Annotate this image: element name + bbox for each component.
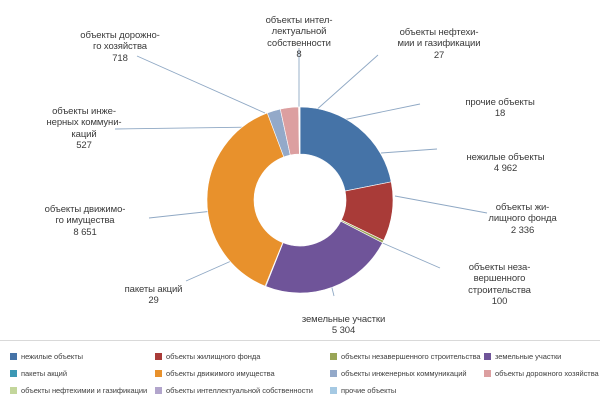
label-intellectual-property-text: объекты интел- лектуальной собственности — [265, 14, 333, 49]
label-unfinished-construction-value: 100 — [491, 296, 508, 307]
legend-item-road-facilities[interactable]: объекты дорожного хозяйства — [484, 365, 599, 382]
legend-swatch-housing-fund — [155, 353, 162, 360]
legend-label-land-plots: земельные участки — [495, 352, 562, 361]
label-movable-property-text: объекты движимо- го имущества — [44, 203, 126, 227]
legend-item-share-packages[interactable]: пакеты акций — [10, 365, 67, 382]
label-housing-fund-value: 2 336 — [510, 224, 535, 236]
label-housing-fund: объекты жи- лищного фонда 2 336 — [460, 190, 585, 248]
legend-swatch-share-packages — [10, 370, 17, 377]
label-road-facilities-value: 718 — [112, 52, 128, 64]
label-movable-property-value: 8 651 — [73, 226, 97, 238]
label-intellectual-property-value: 8 — [296, 49, 302, 60]
chart-legend: нежилые объекты объекты жилищного фонда … — [0, 340, 600, 403]
label-movable-property: объекты движимо- го имущества 8 651 — [20, 192, 150, 250]
label-petrochemical-text: объекты нефтехи- мии и газификации — [397, 26, 481, 50]
legend-label-unfinished-construction: объекты незавершенного строительства — [341, 352, 481, 361]
label-housing-fund-text: объекты жи- лищного фонда — [488, 201, 557, 225]
label-nonresidential: нежилые объекты 4 962 — [438, 140, 573, 186]
legend-item-nonresidential[interactable]: нежилые объекты — [10, 348, 83, 365]
slice-land-plots[interactable] — [265, 220, 383, 294]
leader-other — [332, 103, 421, 123]
legend-label-engineering-communications: объекты инженерных коммуникаций — [341, 369, 467, 378]
leader-nonresidential — [380, 148, 438, 154]
legend-swatch-engineering-communications — [330, 370, 337, 377]
leader-unfinished-construction — [377, 240, 441, 269]
legend-swatch-unfinished-construction — [330, 353, 337, 360]
legend-swatch-movable-property — [155, 370, 162, 377]
label-intellectual-property: объекты интел- лектуальной собственности… — [239, 3, 359, 72]
label-land-plots: земельные участки 5 304 — [281, 302, 406, 348]
label-nonresidential-text: нежилые объекты — [466, 151, 545, 163]
legend-swatch-land-plots — [484, 353, 491, 360]
label-land-plots-text: земельные участки — [301, 313, 386, 325]
label-nonresidential-value: 4 962 — [493, 163, 518, 174]
label-road-facilities: объекты дорожно- го хозяйства 718 — [60, 18, 180, 76]
leader-road-facilities — [136, 55, 266, 114]
label-other-value: 18 — [494, 108, 506, 119]
leader-housing-fund — [394, 195, 488, 214]
leader-movable-property — [148, 210, 214, 219]
slice-nonresidential[interactable] — [299, 106, 392, 192]
leader-engineering-communications — [114, 126, 259, 130]
legend-item-engineering-communications[interactable]: объекты инженерных коммуникаций — [330, 365, 467, 382]
slice-movable-property[interactable] — [206, 112, 285, 287]
legend-row-3: объекты нефтехимии и газификации объекты… — [0, 382, 600, 399]
legend-swatch-petrochemical — [10, 387, 17, 394]
label-petrochemical: объекты нефтехи- мии и газификации 27 — [374, 15, 504, 73]
label-share-packages-value: 29 — [148, 295, 159, 306]
legend-item-petrochemical[interactable]: объекты нефтехимии и газификации — [10, 382, 147, 399]
donut-slices — [206, 106, 394, 294]
label-engineering-communications: объекты инже- нерных коммуни- каций 527 — [24, 94, 144, 163]
legend-item-other[interactable]: прочие объекты — [330, 382, 396, 399]
legend-label-housing-fund: объекты жилищного фонда — [166, 352, 261, 361]
label-share-packages-text: пакеты акций — [124, 283, 183, 295]
label-land-plots-value: 5 304 — [331, 325, 356, 336]
label-unfinished-construction: объекты неза- вершенного строительства 1… — [437, 250, 562, 319]
legend-item-movable-property[interactable]: объекты движимого имущества — [155, 365, 275, 382]
legend-item-land-plots[interactable]: земельные участки — [484, 348, 561, 365]
label-other: прочие объекты 18 — [435, 85, 565, 131]
legend-swatch-other — [330, 387, 337, 394]
legend-item-unfinished-construction[interactable]: объекты незавершенного строительства — [330, 348, 481, 365]
legend-label-intellectual-property: объекты интеллектуальной собственности — [166, 386, 313, 395]
legend-swatch-intellectual-property — [155, 387, 162, 394]
label-engineering-communications-value: 527 — [76, 140, 92, 151]
leader-petrochemical — [313, 54, 379, 113]
legend-label-other: прочие объекты — [341, 386, 397, 395]
label-petrochemical-value: 27 — [433, 49, 445, 61]
label-road-facilities-text: объекты дорожно- го хозяйства — [80, 29, 160, 53]
label-share-packages: пакеты акций 29 — [101, 272, 206, 318]
legend-label-road-facilities: объекты дорожного хозяйства — [495, 369, 599, 378]
legend-row-2: пакеты акций объекты движимого имущества… — [0, 365, 600, 382]
label-other-text: прочие объекты — [465, 96, 535, 108]
legend-swatch-nonresidential — [10, 353, 17, 360]
legend-row-1: нежилые объекты объекты жилищного фонда … — [0, 348, 600, 365]
legend-label-share-packages: пакеты акций — [21, 369, 67, 378]
legend-label-petrochemical: объекты нефтехимии и газификации — [21, 386, 148, 395]
leader-share-packages — [185, 257, 239, 282]
donut-chart-area: объекты интел- лектуальной собственности… — [20, 3, 585, 337]
legend-item-intellectual-property[interactable]: объекты интеллектуальной собственности — [155, 382, 313, 399]
legend-label-nonresidential: нежилые объекты — [21, 352, 83, 361]
donut-chart-svg — [114, 48, 488, 297]
label-engineering-communications-text: объекты инже- нерных коммуни- каций — [46, 105, 122, 140]
label-unfinished-construction-text: объекты неза- вершенного строительства — [468, 261, 531, 296]
legend-label-movable-property: объекты движимого имущества — [166, 369, 275, 378]
legend-swatch-road-facilities — [484, 370, 491, 377]
leader-lines — [114, 48, 488, 297]
legend-item-housing-fund[interactable]: объекты жилищного фонда — [155, 348, 260, 365]
